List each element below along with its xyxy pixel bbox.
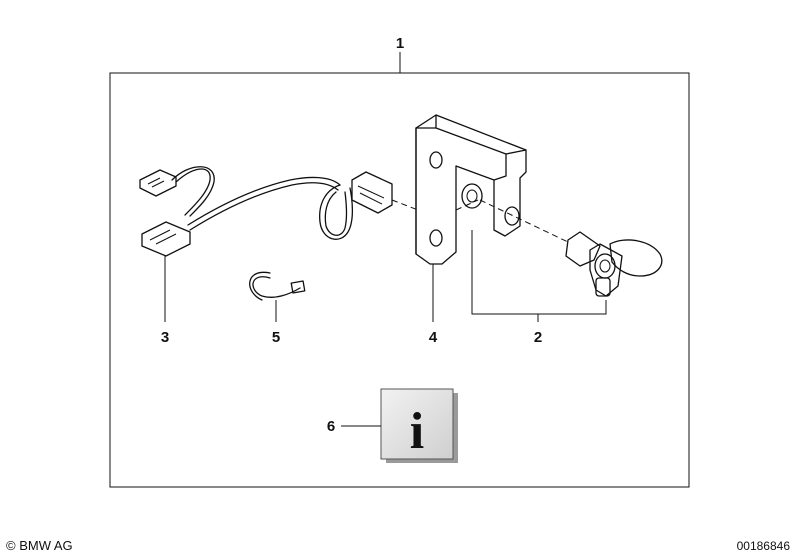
document-number: 00186846 xyxy=(736,539,790,553)
info-symbol[interactable]: i xyxy=(380,388,458,463)
callout-1[interactable]: 1 xyxy=(396,35,404,52)
copyright-text: © BMW AG xyxy=(6,538,73,553)
wiring-harness[interactable] xyxy=(139,166,419,257)
callout-4[interactable]: 4 xyxy=(429,329,438,346)
info-icon: i xyxy=(410,403,424,460)
leader-bracket-2 xyxy=(471,230,607,315)
callout-2[interactable]: 2 xyxy=(534,329,542,346)
bracket[interactable] xyxy=(415,114,527,265)
washer[interactable] xyxy=(461,183,483,209)
callout-3[interactable]: 3 xyxy=(161,329,169,346)
cable-tie[interactable] xyxy=(249,271,306,301)
callout-6[interactable]: 6 xyxy=(327,418,335,435)
socket-assembly[interactable] xyxy=(461,183,663,297)
callout-5[interactable]: 5 xyxy=(272,329,280,346)
